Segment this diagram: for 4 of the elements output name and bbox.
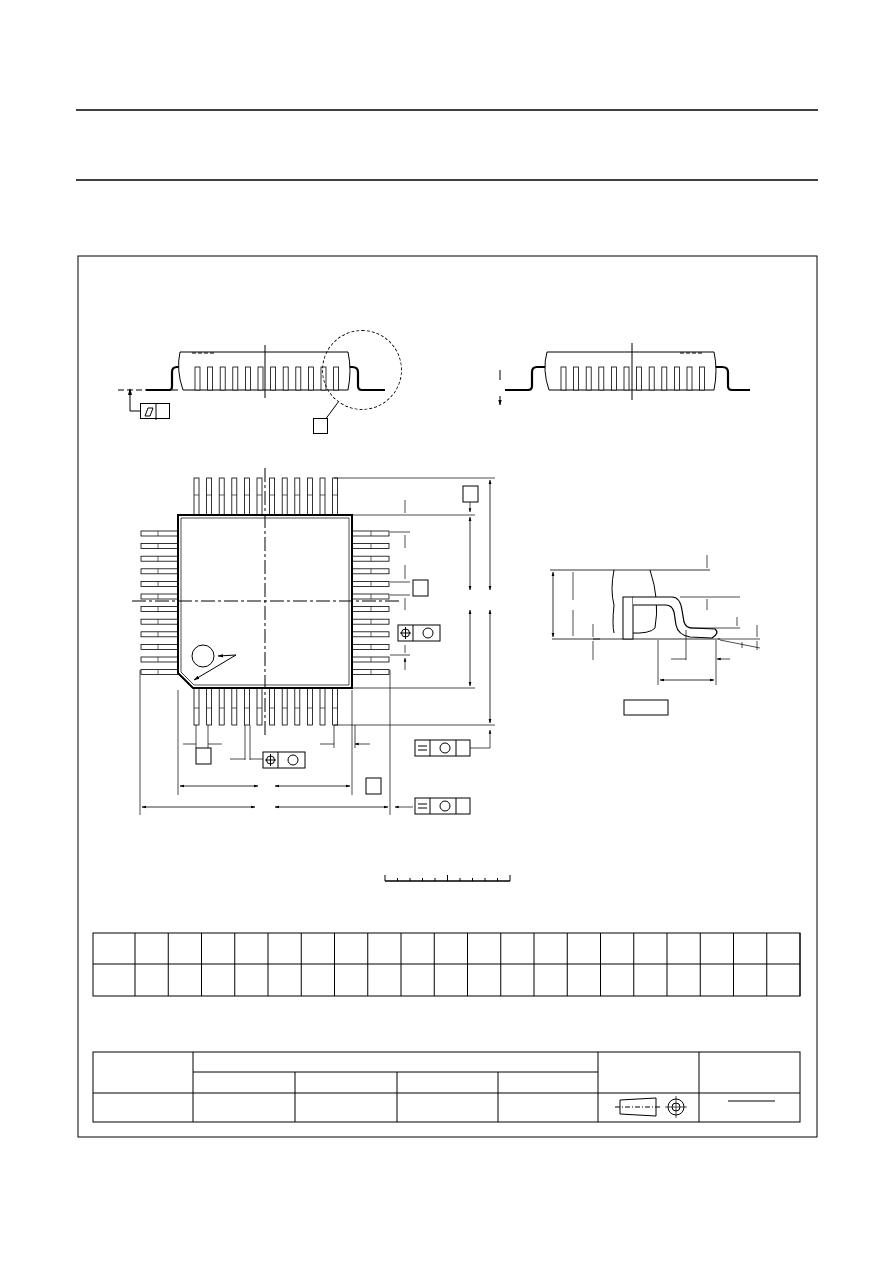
leader-line bbox=[325, 401, 339, 419]
reference-box bbox=[313, 418, 328, 434]
leader-line bbox=[127, 388, 141, 412]
tolerance-frame bbox=[140, 403, 170, 419]
